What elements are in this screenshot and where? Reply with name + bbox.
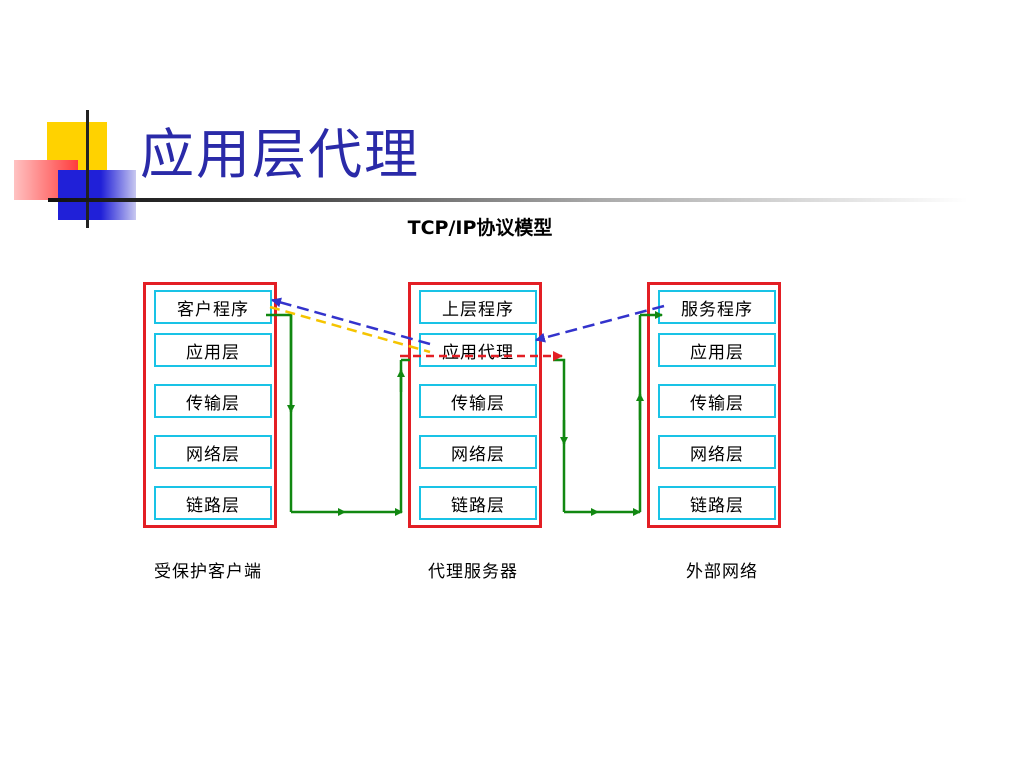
blue-dashed-service-to-proxy: [535, 304, 665, 343]
decor-title-underline: [48, 198, 968, 202]
data-path-proxy-down: [553, 358, 568, 512]
model-heading-text: TCP/IP协议模型: [407, 217, 553, 239]
caption-proxy-server: 代理服务器: [428, 562, 518, 582]
caption-external-network: 外部网络: [686, 562, 758, 582]
layer-link: 链路层: [658, 486, 776, 520]
layer-network: 网络层: [658, 435, 776, 469]
page-title: 应用层代理: [140, 123, 420, 186]
layer-client-program: 客户程序: [154, 290, 272, 324]
stack-protected-client: 客户程序 应用层 传输层 网络层 链路层: [143, 282, 277, 528]
stack-proxy-server: 上层程序 应用代理 传输层 网络层 链路层: [408, 282, 542, 528]
layer-application: 应用层: [658, 333, 776, 367]
stack-external-network: 服务程序 应用层 传输层 网络层 链路层: [647, 282, 781, 528]
layer-network: 网络层: [419, 435, 537, 469]
layer-application-proxy: 应用代理: [419, 333, 537, 367]
layer-link: 链路层: [154, 486, 272, 520]
layer-upper-program: 上层程序: [419, 290, 537, 324]
layer-service-program: 服务程序: [658, 290, 776, 324]
blue-dashed-proxy-to-client: [271, 297, 431, 346]
decor-vertical-line: [86, 110, 89, 228]
layer-network: 网络层: [154, 435, 272, 469]
yellow-dashed-link: [269, 305, 431, 354]
caption-protected-client: 受保护客户端: [154, 562, 262, 582]
decor-blue-square: [58, 170, 136, 220]
layer-transport: 传输层: [154, 384, 272, 418]
model-heading: TCP/IP协议模型: [400, 216, 560, 240]
layer-transport: 传输层: [658, 384, 776, 418]
layer-transport: 传输层: [419, 384, 537, 418]
layer-link: 链路层: [419, 486, 537, 520]
layer-application: 应用层: [154, 333, 272, 367]
